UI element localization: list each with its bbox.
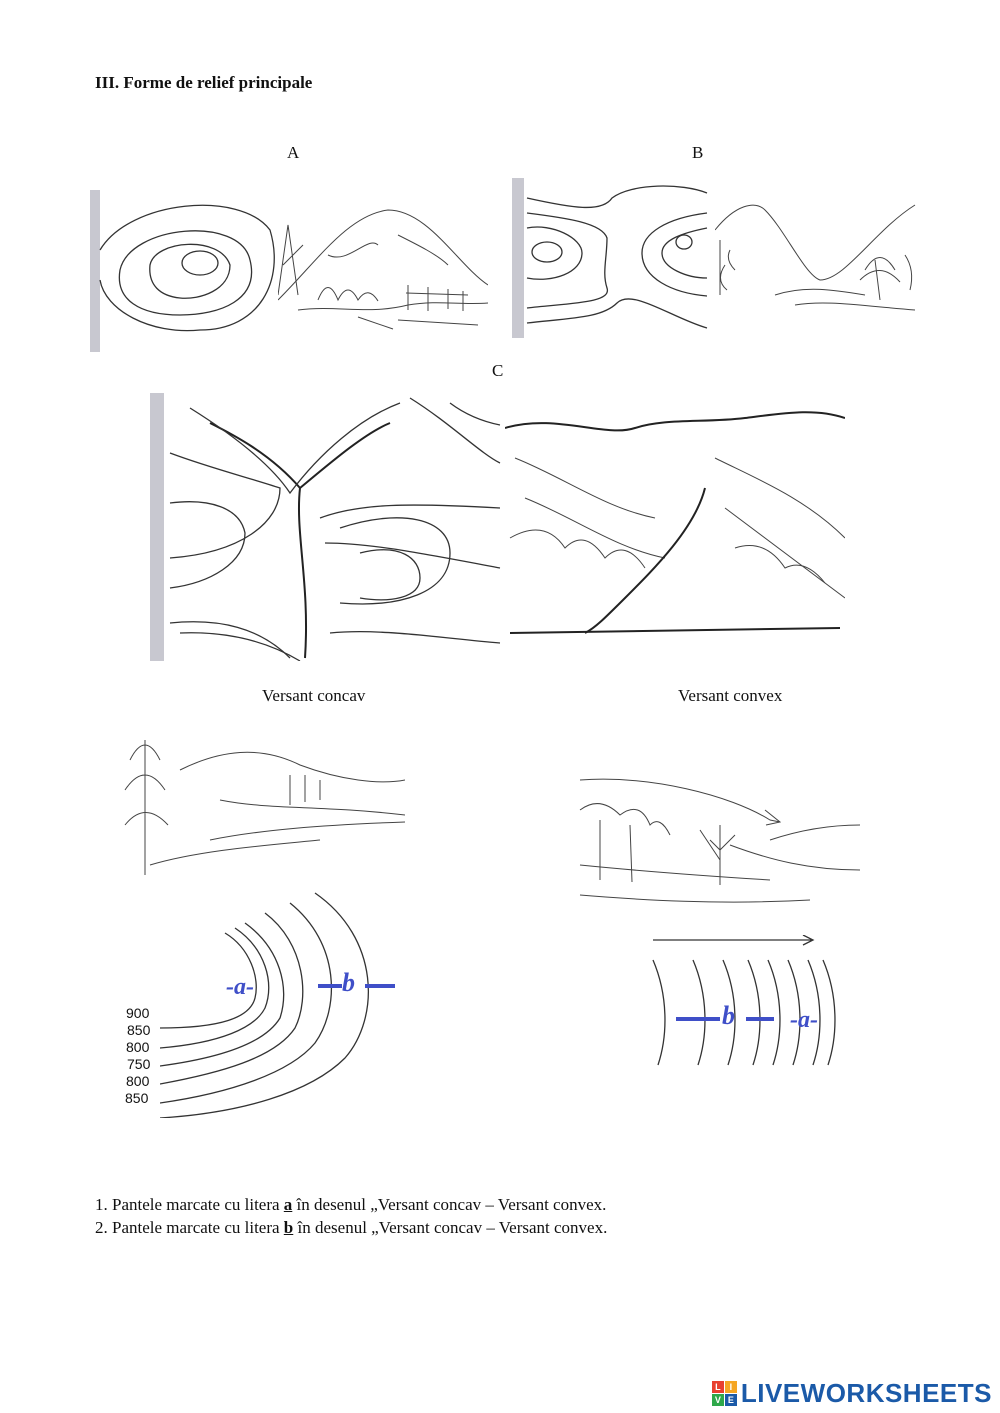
marker-b-convex: b (722, 1001, 735, 1030)
figure-label-a: A (287, 143, 300, 162)
convex-slope-contours (652, 935, 836, 1066)
figure-label-c: C (492, 361, 504, 380)
marker-b-dash-right (365, 984, 395, 988)
logo-icon: L I V E (711, 1380, 737, 1406)
logo-letter: L (711, 1380, 724, 1393)
valley-landscape-sketch (505, 411, 845, 634)
label-concave-slope: Versant concav (262, 686, 366, 705)
question-1-suffix: în desenul „Versant concav – Versant con… (292, 1195, 607, 1214)
marker-a-convex: -a- (790, 1007, 818, 1033)
contour-value: 750 (127, 1056, 151, 1072)
saddle-landscape-sketch (715, 204, 916, 311)
contour-value: 850 (127, 1022, 151, 1038)
marker-b-dash-right (746, 1017, 774, 1021)
question-2-suffix: în desenul „Versant concav – Versant con… (293, 1218, 608, 1237)
question-1: 1. Pantele marcate cu litera a în desenu… (95, 1195, 606, 1215)
question-1-prefix: 1. Pantele marcate cu litera (95, 1195, 284, 1214)
concave-slope-contours (160, 892, 369, 1118)
concave-slope-landscape (124, 740, 405, 875)
logo-text: LIVEWORKSHEETS (740, 1377, 992, 1408)
convex-slope-landscape (579, 778, 861, 903)
marker-b-dash-left (318, 984, 342, 988)
saddle-contour-map (512, 178, 708, 338)
question-2-prefix: 2. Pantele marcate cu litera (95, 1218, 284, 1237)
logo-letter: V (711, 1393, 724, 1406)
question-1-letter: a (283, 1195, 293, 1214)
contour-value: 800 (126, 1039, 150, 1055)
contour-value: 850 (125, 1090, 149, 1106)
contour-value: 900 (126, 1005, 150, 1021)
liveworksheets-logo: L I V E LIVEWORKSHEETS (711, 1377, 992, 1408)
label-convex-slope: Versant convex (678, 686, 783, 705)
question-2-letter: b (283, 1218, 294, 1237)
contour-value-list: 900 850 800 750 800 850 (118, 1005, 150, 1107)
hill-contour-map (90, 190, 275, 352)
marker-b-dash-left (676, 1017, 720, 1021)
figure-label-b: B (692, 143, 704, 162)
marker-b-concave: b (342, 968, 355, 997)
logo-letter: E (724, 1393, 737, 1406)
section-heading: III. Forme de relief principale (95, 73, 313, 92)
question-2: 2. Pantele marcate cu litera b în desenu… (95, 1218, 607, 1238)
valley-contour-map (150, 393, 501, 661)
marker-a-concave: -a- (226, 974, 254, 1000)
hill-landscape-sketch (278, 209, 488, 330)
logo-letter: I (724, 1380, 737, 1393)
contour-value: 800 (126, 1073, 150, 1089)
